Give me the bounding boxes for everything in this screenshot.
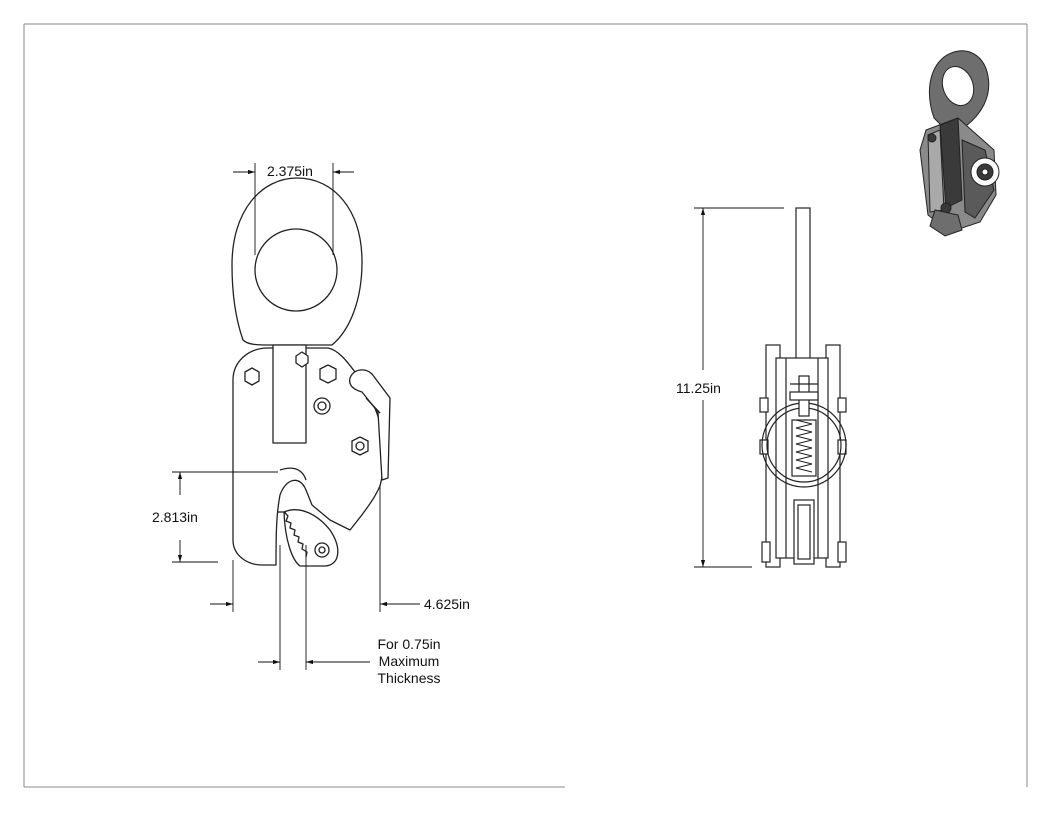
eye-plate-edge: [795, 207, 811, 369]
jaw-throat: [279, 467, 307, 481]
cam-teeth: [283, 511, 308, 558]
dimension-overall-height: 11.25in: [676, 380, 721, 396]
side-dimension-lines: [694, 207, 784, 568]
eye-hole: [254, 228, 338, 312]
bolt-hex-upper-left: [295, 351, 309, 368]
isometric-render: [919, 50, 1000, 237]
dimension-jaw-height: 2.813in: [152, 509, 198, 525]
dimension-overall-width: 4.625in: [424, 596, 470, 612]
side-view-clamp: [759, 207, 847, 568]
spring-coil: [795, 419, 813, 473]
front-view-clamp: [231, 177, 391, 567]
bolt-hex-left: [244, 367, 260, 386]
pivot-pin-inner: [317, 401, 327, 411]
bolt-stub-bottom-left: [761, 541, 771, 563]
thickness-note: For 0.75in Maximum Thickness: [354, 636, 464, 687]
bolt-hex-right: [319, 364, 337, 384]
bolt-stub-bottom-right: [837, 541, 847, 563]
bolt-stub-top-left: [759, 397, 769, 413]
thickness-note-line-2: Maximum: [378, 653, 440, 669]
thickness-note-line-1: For 0.75in: [377, 636, 441, 652]
bolt-hex-cam: [351, 436, 369, 456]
thickness-note-line-3: Thickness: [377, 670, 441, 686]
front-dimension-lines: [172, 163, 420, 670]
dimension-eye-width: 2.375in: [267, 163, 313, 179]
bolt-stub-top-right: [837, 397, 847, 413]
locking-handle: [349, 369, 391, 481]
drawing-frame: [23, 23, 1028, 788]
